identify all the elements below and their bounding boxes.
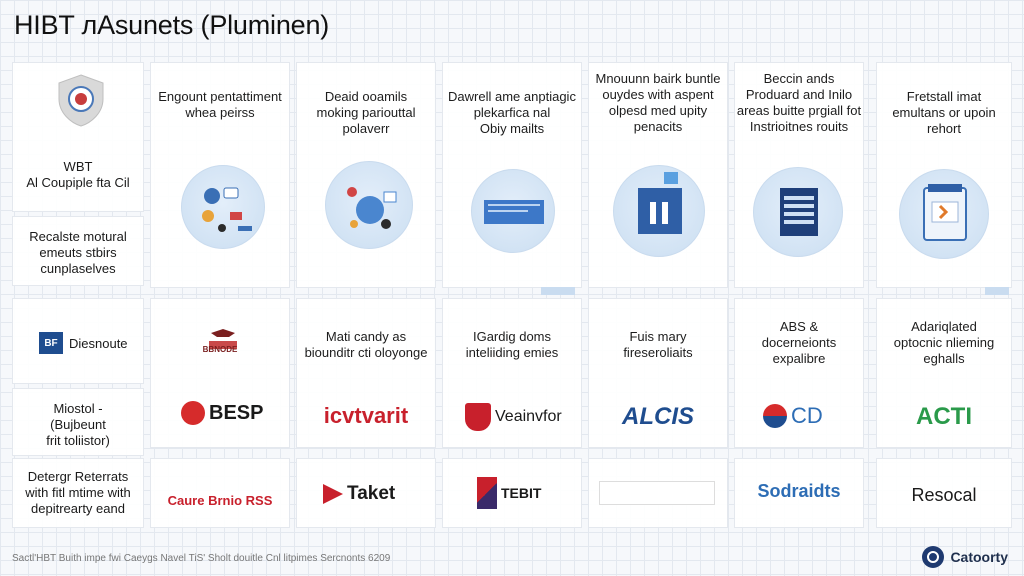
sidebar-mid-label: Recalste motural emeuts stbirs cunplasel… (29, 229, 127, 276)
small-logo (203, 329, 243, 355)
logo-veainvfor: Veainvfor (465, 403, 562, 431)
row2-panel-4-text: Fuis mary fireseroliaits (623, 329, 693, 360)
row3-panel-6: Resocal (876, 458, 1012, 528)
row2-panel-5-text: ABS & docerneionts expalibre (761, 319, 837, 366)
page-title: HIBT лAsunets (Pluminen) (14, 10, 330, 40)
shield-icon (57, 73, 105, 127)
sidebar-logo-panel: BF Diesnoute (12, 298, 144, 384)
brand[interactable]: Catoorty (922, 546, 1008, 568)
card-1-illustration (181, 165, 265, 249)
card-4-text: Mnouunn bairk buntle ouydes with aspent … (595, 71, 721, 134)
sidebar-lower-label: Miostol - (Bujbeunt frit toliistor) (46, 401, 110, 448)
row2-panel-2: Mati candy as biounditr cti oloyonge icv… (296, 298, 436, 448)
veainvfor-shield-icon (465, 403, 491, 431)
sidebar-logo-mark: BF (39, 332, 63, 354)
sidebar-bottom-label: Detergr Reterrats with fitl mtime with d… (25, 469, 131, 516)
card-3: Dawrell ame anptiagic plekarfica nal Obi… (442, 62, 582, 295)
row2-panel-1: BBNODE BESP (150, 298, 290, 448)
row3-panel-4 (588, 458, 728, 528)
taket-arrow-icon (323, 484, 343, 504)
logo-tebit-text: TEBIT (501, 485, 542, 501)
row3-panel-1: Caure Brnio RSS (150, 458, 290, 528)
row3-panel-5: Sodraidts (734, 458, 864, 528)
card-4: Mnouunn bairk buntle ouydes with aspent … (588, 62, 728, 288)
card-6-illustration (899, 169, 989, 259)
tebit-slash-icon (477, 477, 497, 509)
sidebar-mid-panel: Recalste motural emeuts stbirs cunplasel… (12, 216, 144, 286)
row2-panel-3: IGardig doms inteliiding emies Veainvfor (442, 298, 582, 448)
logo-besp-text: BESP (209, 401, 264, 424)
logo-acti: ACTI (916, 403, 972, 430)
row2-panel-6: Adariqlated optocnic nlieming eghalls AC… (876, 298, 1012, 448)
card-4-illustration (613, 165, 705, 257)
logo-besp: BESP (181, 401, 263, 425)
row2-panel-6-text: Adariqlated optocnic nlieming eghalls (893, 319, 995, 366)
row2-panel-2-text: Mati candy as biounditr cti oloyonge (304, 329, 428, 360)
brand-name: Catoorty (950, 549, 1008, 565)
card-3-illustration (471, 169, 555, 253)
card-1-text: Engount pentattiment whea peirss (158, 89, 282, 120)
card-5-illustration (753, 167, 843, 257)
logo-alcis: ALCIS (622, 403, 694, 430)
sidebar-bottom-panel: Detergr Reterrats with fitl mtime with d… (12, 458, 144, 528)
logo-resocal: Resocal (911, 485, 977, 505)
brand-logo-icon (922, 546, 945, 568)
row3-panel-2: Taket (296, 458, 436, 528)
card-6-text: Fretstall imat emultans or upoin rehort (892, 89, 996, 136)
card-2-illustration (325, 161, 413, 249)
card-3-accent-bar (541, 287, 575, 295)
footnote: Sactl'HBT Buith impe fwi Caeygs Navel Ti… (12, 553, 391, 564)
card-6-accent-bar (985, 287, 1009, 295)
card-6: Fretstall imat emultans or upoin rehort (876, 62, 1012, 295)
card-1: Engount pentattiment whea peirss (150, 62, 290, 288)
logo-taket: Taket (323, 483, 395, 505)
row3-panel-3: TEBIT (442, 458, 582, 528)
row2-panel-3-text: IGardig doms inteliiding emies (465, 329, 559, 360)
sidebar-lower-panel: Miostol - (Bujbeunt frit toliistor) (12, 388, 144, 456)
logo-sodraidts: Sodraidts (757, 481, 841, 501)
card-2: Deaid ooamils moking pariouttal polaverr (296, 62, 436, 288)
card-5-text: Beccin ands Produard and Inilo areas bui… (736, 71, 862, 134)
cd-globe-icon (763, 404, 787, 428)
card-5: Beccin ands Produard and Inilo areas bui… (734, 62, 864, 288)
sidebar-top-label: WBT Al Coupiple fta Cil (26, 159, 130, 190)
logo-taket-text: Taket (347, 483, 396, 504)
sidebar-logo-label: Diesnoute (69, 336, 128, 351)
besp-mark-icon (181, 401, 205, 425)
logo-cd: CD (763, 403, 823, 429)
small-logo-label: BBNODE (202, 345, 238, 354)
logo-tebit: TEBIT (477, 477, 541, 509)
logo-cd-text: CD (791, 403, 823, 428)
row2-panel-5: ABS & docerneionts expalibre CD (734, 298, 864, 448)
card-3-text: Dawrell ame anptiagic plekarfica nal Obi… (448, 89, 576, 136)
logo-caure-brnio: Caure Brnio RSS (167, 493, 273, 508)
card-2-text: Deaid ooamils moking pariouttal polaverr (316, 89, 416, 136)
banner-strip (599, 481, 715, 505)
logo-icvtvarit: icvtvarit (323, 403, 409, 428)
row2-panel-4: Fuis mary fireseroliaits ALCIS (588, 298, 728, 448)
sidebar-top-panel: WBT Al Coupiple fta Cil (12, 62, 144, 212)
logo-veainvfor-text: Veainvfor (495, 408, 562, 425)
